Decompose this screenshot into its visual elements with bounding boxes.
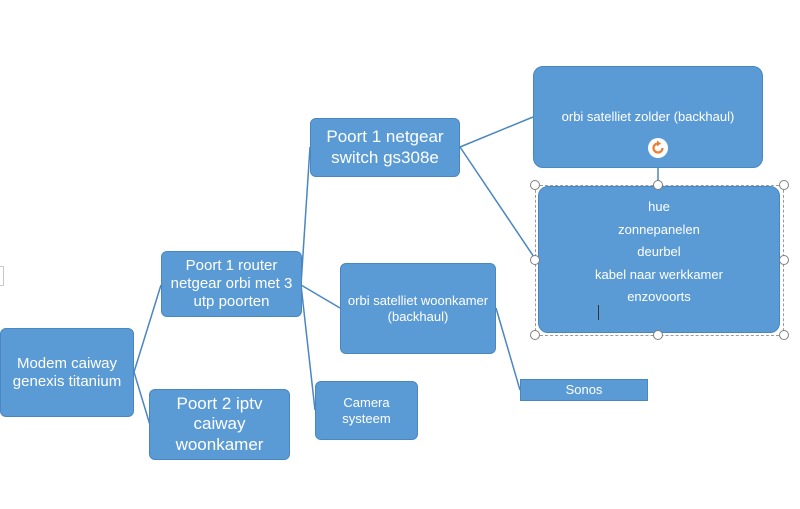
node-iptv[interactable]: Poort 2 iptv caiway woonkamer (149, 389, 290, 460)
resize-handle-top[interactable] (653, 180, 663, 190)
connector-satellite-living-sonos (495, 307, 521, 391)
node-satellite-attic[interactable]: orbi satelliet zolder (backhaul) (533, 66, 763, 168)
resize-handle-bottom[interactable] (653, 330, 663, 340)
rotate-arrow-icon (652, 140, 664, 154)
node-satellite-living-label: orbi satelliet woonkamer (backhaul) (347, 292, 489, 324)
connector-modem-router (133, 284, 162, 373)
resize-handle-bottom-left[interactable] (530, 330, 540, 340)
device-kabel-werkkamer: kabel naar werkkamer (595, 266, 723, 282)
node-satellite-living[interactable]: orbi satelliet woonkamer (backhaul) (340, 263, 496, 354)
connector-switch-satellite-attic (459, 116, 534, 148)
connector-router-switch (300, 146, 311, 286)
resize-handle-right[interactable] (779, 255, 789, 265)
selection-frame (535, 185, 784, 336)
node-camera[interactable]: Camera systeem (315, 381, 418, 440)
node-satellite-attic-label: orbi satelliet zolder (backhaul) (561, 109, 735, 125)
connector-router-camera (300, 284, 316, 411)
node-router-label: Poort 1 router netgear orbi met 3 utp po… (170, 257, 293, 310)
node-camera-label: Camera systeem (342, 394, 391, 426)
node-iptv-label: Poort 2 iptv caiway woonkamer (175, 393, 264, 454)
node-switch[interactable]: Poort 1 netgear switch gs308e (310, 118, 460, 177)
connector-switch-attic-devices (459, 146, 537, 261)
device-zonnepanelen: zonnepanelen (618, 221, 700, 237)
rotate-handle-icon[interactable] (648, 138, 668, 158)
node-sonos-label: Sonos (565, 382, 603, 398)
resize-handle-top-right[interactable] (779, 180, 789, 190)
resize-handle-bottom-right[interactable] (779, 330, 789, 340)
resize-handle-left[interactable] (530, 255, 540, 265)
device-hue: hue (648, 199, 670, 215)
resize-handle-top-left[interactable] (530, 180, 540, 190)
node-modem-label: Modem caiway genexis titanium (12, 354, 122, 390)
connector-router-satellite-living (300, 284, 341, 309)
text-cursor (598, 304, 600, 320)
device-deurbel: deurbel (637, 244, 681, 260)
connector-modem-iptv (133, 371, 151, 426)
node-router[interactable]: Poort 1 router netgear orbi met 3 utp po… (161, 251, 302, 317)
node-sonos[interactable]: Sonos (520, 379, 648, 401)
node-switch-label: Poort 1 netgear switch gs308e (326, 127, 444, 167)
offscreen-shape-edge (0, 266, 4, 286)
device-enzovoorts: enzovoorts (595, 289, 723, 320)
device-enzovoorts-label: enzovoorts (627, 289, 691, 305)
node-modem[interactable]: Modem caiway genexis titanium (0, 328, 134, 417)
